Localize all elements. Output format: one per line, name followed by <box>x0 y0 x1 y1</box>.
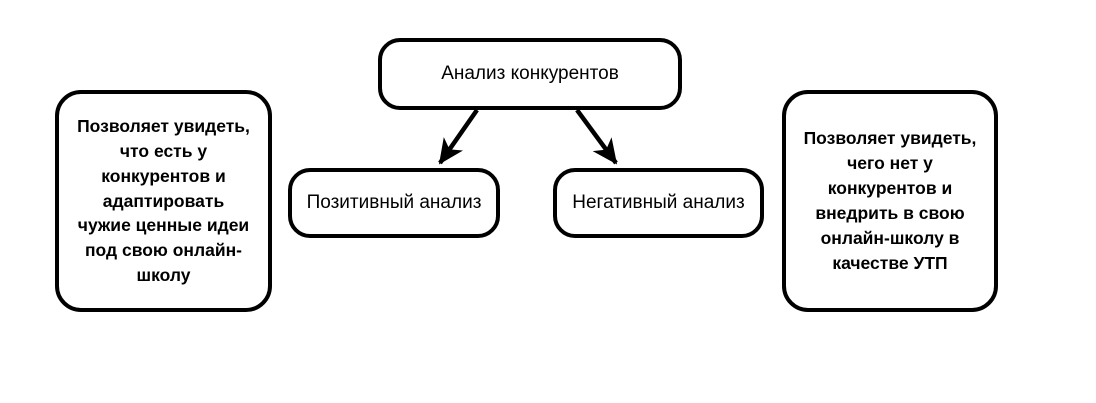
node-negative-analysis[interactable]: Негативный анализ <box>553 168 764 238</box>
node-negative-label: Негативный анализ <box>572 192 745 214</box>
connector-root-to-negative <box>575 108 618 165</box>
node-left-detail[interactable]: Позволяет увидеть, что есть у конкуренто… <box>55 90 272 312</box>
node-positive-label: Позитивный анализ <box>306 192 482 214</box>
node-right-detail[interactable]: Позволяет увидеть, чего нет у конкуренто… <box>782 90 998 312</box>
node-root-analysis[interactable]: Анализ конкурентов <box>378 38 682 110</box>
node-left-detail-label: Позволяет увидеть, что есть у конкуренто… <box>77 116 250 286</box>
node-right-detail-label: Позволяет увидеть, чего нет у конкуренто… <box>803 128 977 273</box>
connector-root-to-positive <box>438 108 479 165</box>
node-positive-analysis[interactable]: Позитивный анализ <box>288 168 500 238</box>
node-root-label: Анализ конкурентов <box>441 63 619 85</box>
